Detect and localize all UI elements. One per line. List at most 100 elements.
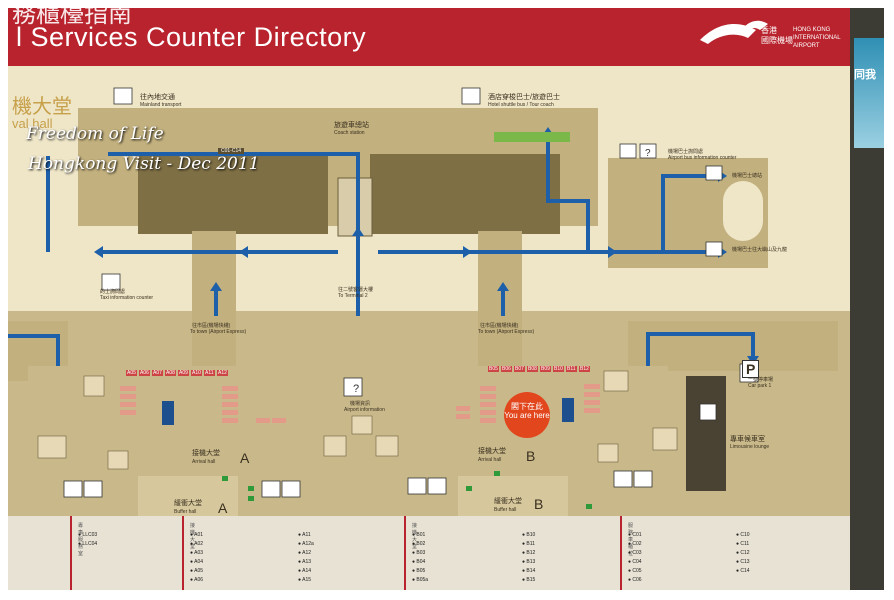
directory-row: ● B10 xyxy=(522,532,536,538)
directory-row: ● C12 xyxy=(736,550,750,556)
directory-row: ● C10 xyxy=(736,532,750,538)
directory-row: ● A12 xyxy=(298,550,312,556)
limousine-zh: 專車候車室 xyxy=(730,436,765,443)
directory-row: ● B13 xyxy=(522,559,536,565)
directory-row: ● B01 xyxy=(412,532,426,538)
directory-row: ● A03 xyxy=(190,550,204,556)
arrival-a-en: Arrival hall xyxy=(192,459,216,465)
side-advert: 同我 xyxy=(854,38,884,148)
you-are-here-en: You are here xyxy=(504,411,550,420)
airport-express-b-en: To town (Airport Express) xyxy=(478,329,535,335)
directory-row: ● A14 xyxy=(298,568,312,574)
mainland-transport-en: Mainland transport xyxy=(140,102,182,108)
side-advert-text: 同我 xyxy=(854,69,876,81)
directory-row: ● C13 xyxy=(736,559,750,565)
counter-tag: A08 xyxy=(165,370,176,376)
airport-info-zh: 機場資訊 xyxy=(350,401,371,407)
watermark-line2: Hongkong Visit - Dec 2011 xyxy=(28,154,260,174)
svg-text:?: ? xyxy=(645,148,651,159)
c01-c14: C01-C14 xyxy=(218,148,245,154)
terminal2-zh: 往二號客運大樓 xyxy=(338,287,374,293)
buffer-a-letter: A xyxy=(218,500,228,516)
directory-row: ● C14 xyxy=(736,568,750,574)
directory-row: ● C11 xyxy=(736,541,750,547)
taxi-zh: 的士詢問處 xyxy=(100,289,126,295)
you-are-here-marker: 閣下在此 You are here xyxy=(504,392,550,438)
directory-row: ● LLC04 xyxy=(78,541,98,547)
coach-station-en: Coach station xyxy=(334,130,365,136)
airport-bus-zh: 機場巴士詢問處 xyxy=(668,149,704,155)
terminal2-en: To Terminal 2 xyxy=(338,293,368,299)
car-park-en: Car park 1 xyxy=(748,383,772,389)
counter-tag: A07 xyxy=(152,370,163,376)
you-are-here-zh: 閣下在此 xyxy=(511,402,543,411)
hotel-bus-en: Hotel shuttle bus / Tour coach xyxy=(488,102,554,108)
directory-row: ● C03 xyxy=(628,550,642,556)
counter-tag: B06 xyxy=(501,366,512,372)
directory-row: ● A05 xyxy=(190,568,204,574)
directory-row: ● B04 xyxy=(412,559,426,565)
directory-row: ● B02 xyxy=(412,541,426,547)
logo-en: HONG KONG INTERNATIONAL AIRPORT xyxy=(793,27,841,49)
airport-express-a-en: To town (Airport Express) xyxy=(190,329,247,335)
directory-row: ● A02 xyxy=(190,541,204,547)
arrival-b-zh: 接機大堂 xyxy=(478,448,506,455)
buffer-b-en: Buffer hall xyxy=(494,507,517,513)
counter-tag: A05 xyxy=(126,370,137,376)
board-header: 務櫃檯指南 l Services Counter Directory 香港 國際… xyxy=(8,8,850,66)
directory-row: ● A15 xyxy=(298,577,312,583)
directory-table: 專車服務室 接機大堂 接機大堂 服務車櫃位 ● LLC03● LLC04● A0… xyxy=(8,516,850,590)
directory-col-1: 專車服務室 xyxy=(70,516,83,590)
counter-tag: B11 xyxy=(566,366,577,372)
coach-station-zh: 旅遊車總站 xyxy=(334,122,369,129)
directory-row: ● A01 xyxy=(190,532,204,538)
counter-tag: B12 xyxy=(579,366,590,372)
col4-head: 服務車櫃位 xyxy=(628,523,634,557)
directory-col-4: 服務車櫃位 xyxy=(620,516,633,590)
buffer-a-zh: 緩衝大堂 xyxy=(174,500,202,507)
airport-info-en: Airport information xyxy=(344,407,385,413)
col3-head: 接機大堂 xyxy=(412,523,418,550)
counter-tag: A10 xyxy=(191,370,202,376)
counter-tag: A06 xyxy=(139,370,150,376)
title-en: l Services Counter Directory xyxy=(16,22,367,52)
counter-tag: B09 xyxy=(540,366,551,372)
counter-tag: A12 xyxy=(217,370,228,376)
directory-row: ● C01 xyxy=(628,532,642,538)
logo-zh: 香港 國際機場 xyxy=(761,26,793,45)
arrival-b-letter: B xyxy=(526,448,536,464)
arrival-b-en: Arrival hall xyxy=(478,457,502,463)
directory-row: ● C06 xyxy=(628,577,642,583)
directory-row: ● B11 xyxy=(522,541,535,547)
directory-row: ● A04 xyxy=(190,559,204,565)
arrival-hall-en: val hall xyxy=(12,116,53,131)
svg-text:?: ? xyxy=(353,383,359,395)
directory-row: ● B12 xyxy=(522,550,536,556)
arrival-hall-zh: 機大堂 xyxy=(12,96,72,118)
hotel-bus-zh: 酒店穿梭巴士/旅遊巴士 xyxy=(488,94,560,101)
directory-row: ● B05 xyxy=(412,568,426,574)
directory-board: 務櫃檯指南 l Services Counter Directory 香港 國際… xyxy=(8,8,850,590)
directory-row: ● C02 xyxy=(628,541,642,547)
airport-logo-icon xyxy=(700,20,768,44)
directory-row: ● A13 xyxy=(298,559,312,565)
directory-row: ● B15 xyxy=(522,577,536,583)
title-zh: 務櫃檯指南 xyxy=(12,8,132,28)
counter-tag: B05 xyxy=(488,366,499,372)
directory-row: ● B05a xyxy=(412,577,429,583)
airport-bus-en: Airport bus information counter xyxy=(668,155,737,161)
directory-row: ● A06 xyxy=(190,577,204,583)
mainland-transport-zh: 往內地交通 xyxy=(140,94,175,101)
counter-tag: B08 xyxy=(527,366,538,372)
arrival-a-letter: A xyxy=(240,450,250,466)
arrival-a-zh: 接機大堂 xyxy=(192,450,220,457)
floor-map: ? ? xyxy=(8,87,850,516)
col2-head: 接機大堂 xyxy=(190,523,196,550)
buffer-a-en: Buffer hall xyxy=(174,509,197,515)
directory-row: ● B03 xyxy=(412,550,426,556)
counter-tag: A09 xyxy=(178,370,189,376)
directory-row: ● C05 xyxy=(628,568,642,574)
directory-row: ● A11 xyxy=(298,532,311,538)
airport-express-b: 往市區(機場快綫) xyxy=(480,323,519,329)
